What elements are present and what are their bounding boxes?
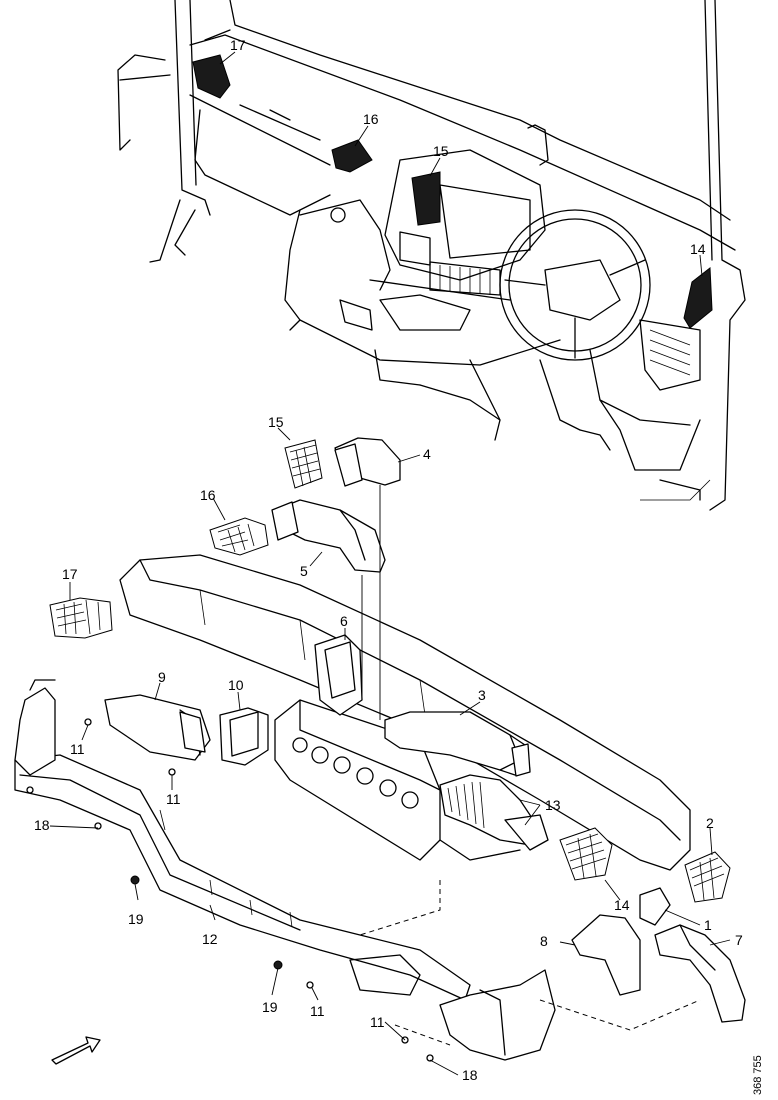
adapter-1 [639,887,671,926]
callout-8: 8 [540,933,548,949]
callout-17-top: 17 [230,37,246,53]
adapter-6 [314,634,363,716]
callout-10: 10 [228,677,244,693]
vent-15-top [411,171,441,226]
callout-14: 14 [614,897,630,913]
vent-16-top [331,139,373,173]
callout-13: 13 [545,797,561,813]
callout-17: 17 [62,566,78,582]
callout-11-b: 11 [166,791,181,807]
callout-16-top: 16 [363,111,379,127]
callout-11-c: 11 [310,1003,325,1019]
right-bracket [439,969,556,1061]
arrow-icon [51,1036,101,1065]
callout-1: 1 [704,917,712,933]
vent-17-top [192,54,231,99]
callout-5: 5 [300,563,308,579]
main-duct [119,554,691,871]
duct-7 [654,924,746,1023]
callout-11-d: 11 [370,1014,385,1030]
callout-6: 6 [340,613,348,629]
callout-18: 18 [34,817,50,833]
callout-15: 15 [268,414,284,430]
callout-18-b: 18 [462,1067,478,1083]
duct-8 [571,914,641,996]
reference-number: 368 755 [752,1055,764,1095]
callout-11: 11 [70,741,85,757]
callout-19-b: 19 [262,999,278,1015]
cab-interior-view [117,0,746,511]
callout-2: 2 [706,815,714,831]
callout-16: 16 [200,487,216,503]
callout-3: 3 [478,687,486,703]
grille-16 [209,517,269,556]
duct-3 [384,711,521,771]
grille-15 [284,439,323,489]
callout-19: 19 [128,911,144,927]
callout-14-top: 14 [690,241,706,257]
grille-14 [559,827,613,881]
exploded-duct-view [14,427,746,1076]
callout-4: 4 [423,446,431,462]
callout-7: 7 [735,932,743,948]
callout-9: 9 [158,669,166,685]
left-bracket [14,687,56,776]
callout-15-top: 15 [433,143,449,159]
grille-2 [684,851,731,903]
callout-12: 12 [202,931,218,947]
vent-14-top [683,267,713,329]
duct-5 [279,499,386,573]
